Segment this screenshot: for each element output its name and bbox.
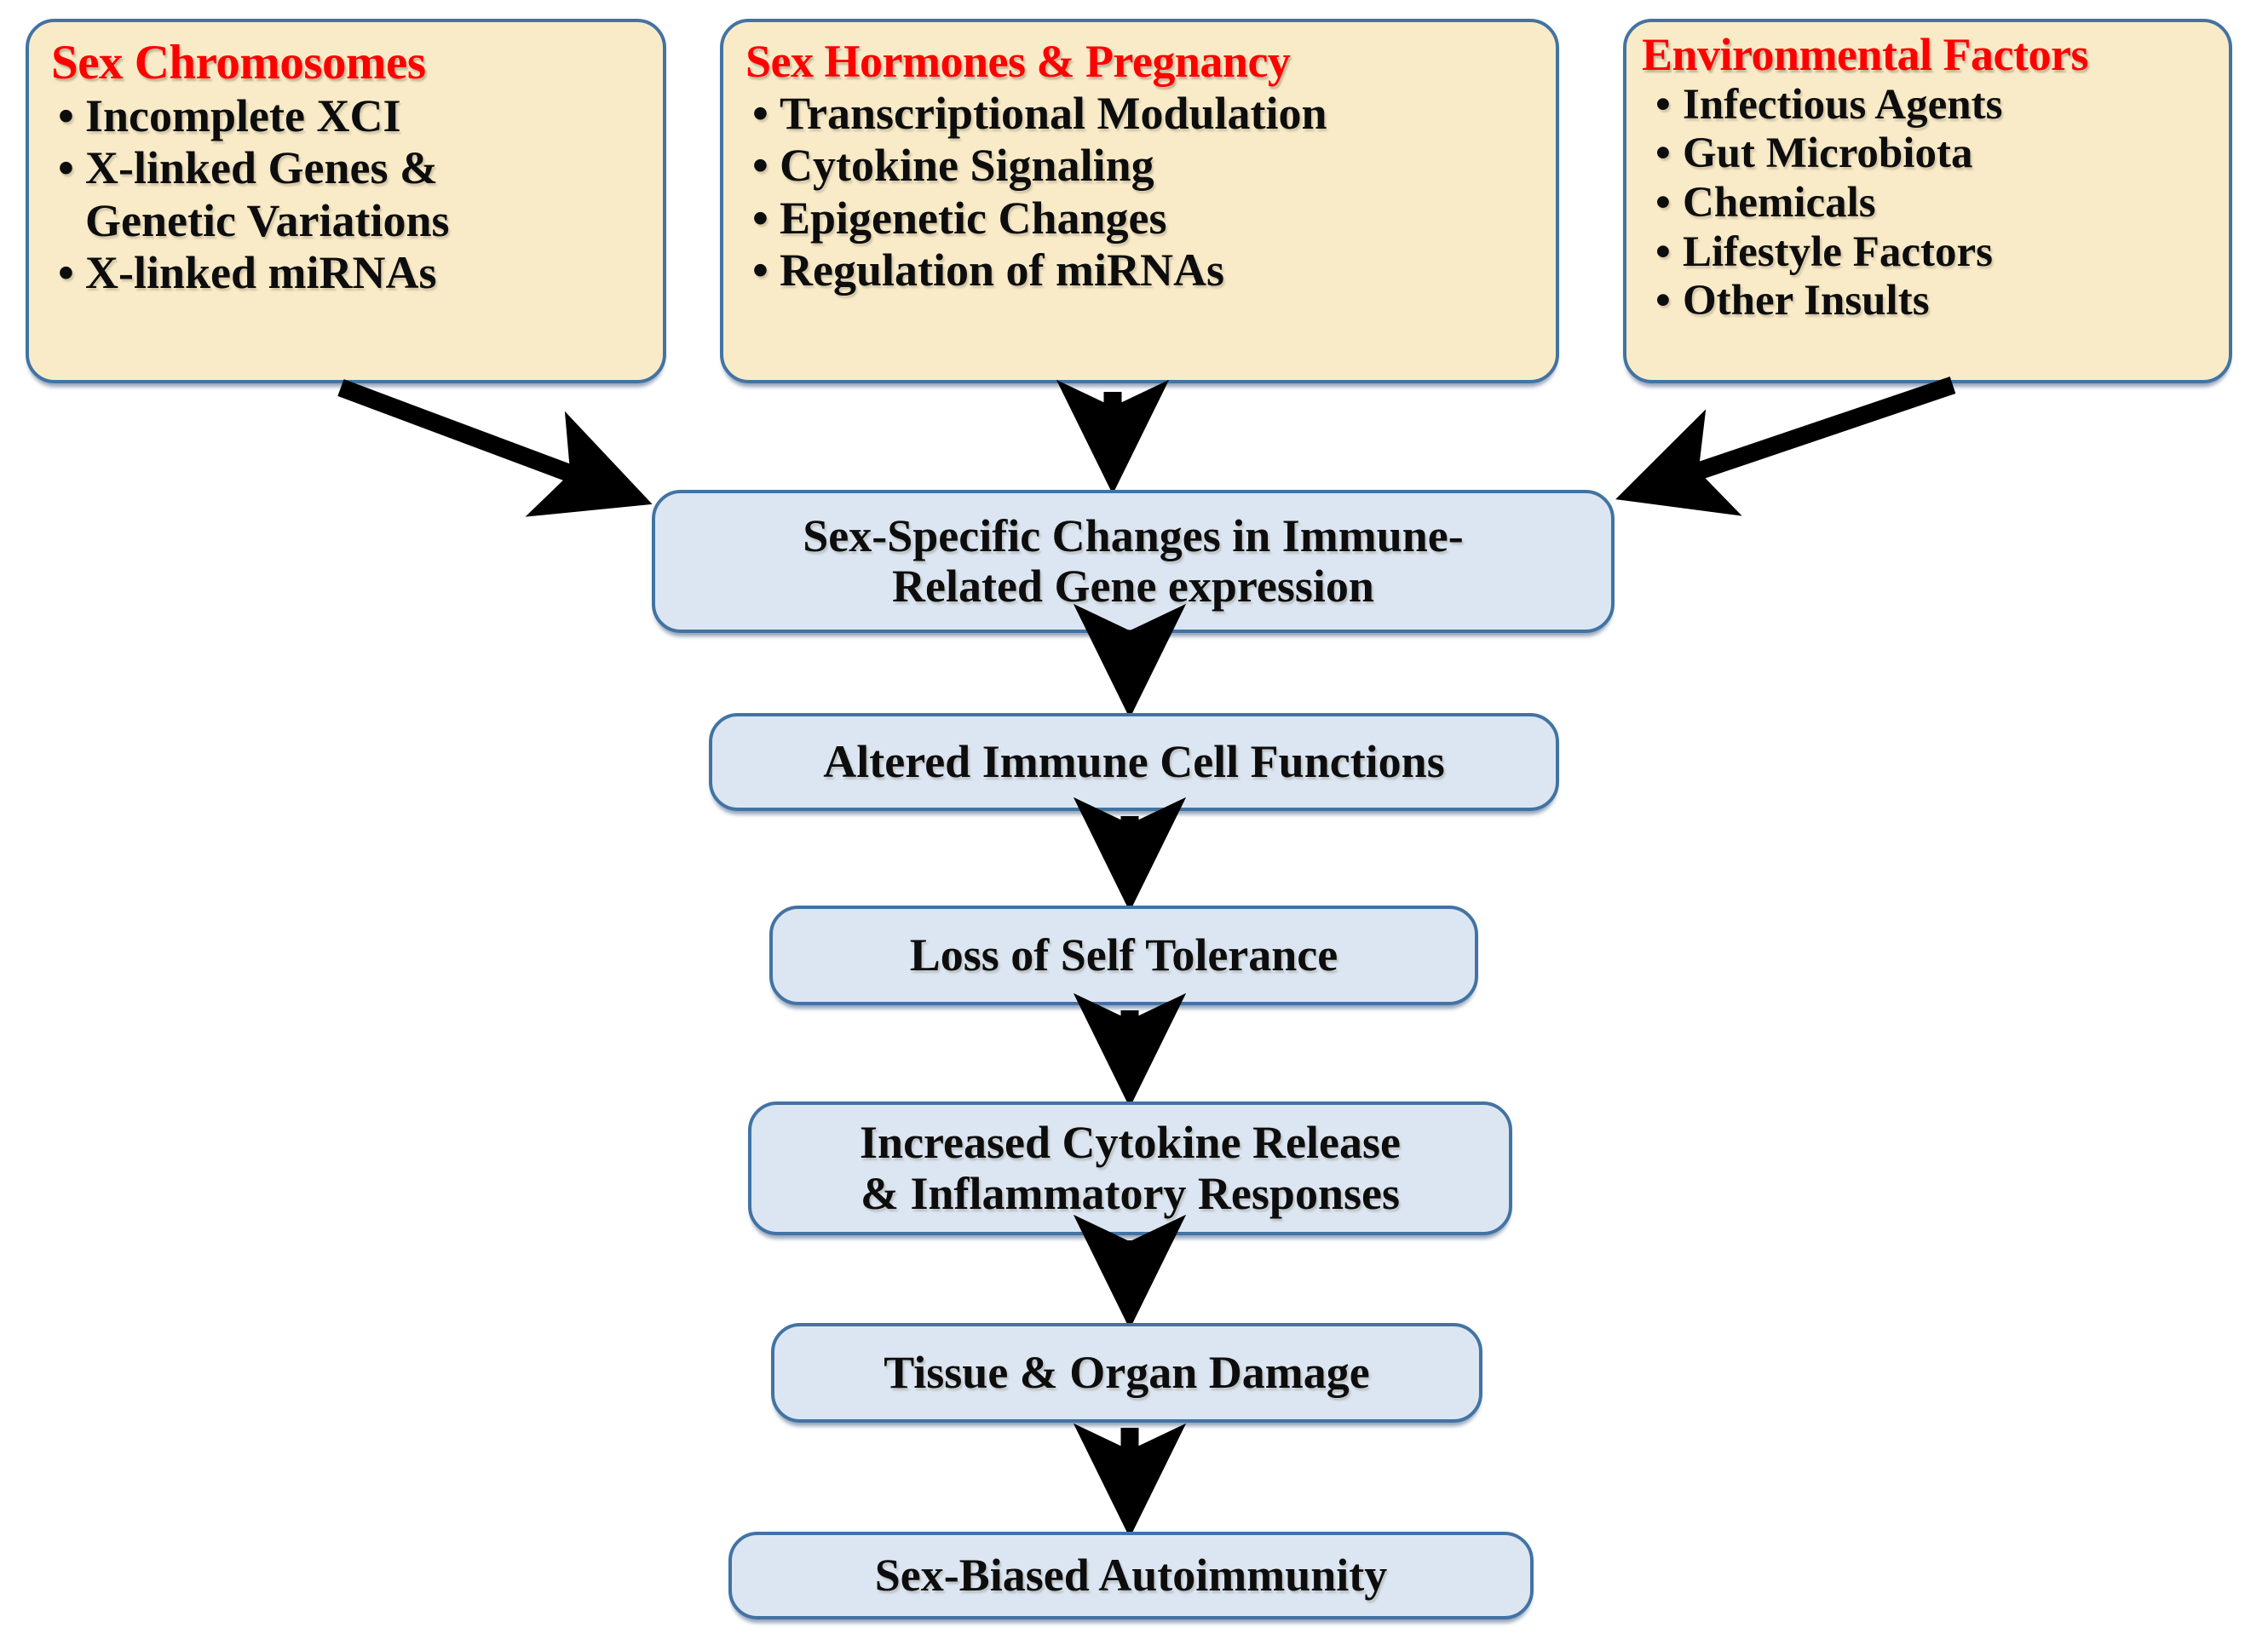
list-item: X-linked miRNAs: [51, 247, 641, 300]
source-box-sex-chromosomes[interactable]: Sex Chromosomes Incomplete XCI X-linked …: [26, 19, 666, 383]
flow-box-label: Sex-Specific Changes in Immune- Related …: [803, 509, 1464, 612]
source-bullet-list-sex-hormones-pregnancy: Transcriptional Modulation Cytokine Sign…: [745, 88, 1534, 297]
flow-box-label: Loss of Self Tolerance: [909, 929, 1338, 981]
list-item: X-linked Genes & Genetic Variations: [51, 142, 641, 247]
list-item: Regulation of miRNAs: [745, 244, 1534, 297]
source-box-content: Sex Hormones & Pregnancy Transcriptional…: [723, 22, 1556, 306]
source-box-environmental-factors[interactable]: Environmental Factors Infectious Agents …: [1623, 19, 2232, 383]
flow-box-label: Tissue & Organ Damage: [884, 1346, 1370, 1398]
source-bullet-list-environmental-factors: Infectious Agents Gut Microbiota Chemica…: [1649, 81, 2207, 326]
flow-box-immune-cell[interactable]: Altered Immune Cell Functions: [709, 713, 1559, 811]
flow-box-label: Sex-Biased Autoimmunity: [874, 1549, 1388, 1601]
list-item: Infectious Agents: [1649, 81, 2207, 130]
source-box-sex-hormones-pregnancy[interactable]: Sex Hormones & Pregnancy Transcriptional…: [720, 19, 1559, 383]
list-item: Chemicals: [1649, 179, 2207, 228]
source-title-sex-hormones-pregnancy: Sex Hormones & Pregnancy: [745, 36, 1291, 87]
flow-box-label: Increased Cytokine Release & Inflammator…: [860, 1117, 1401, 1219]
flow-box-self-tolerance[interactable]: Loss of Self Tolerance: [769, 906, 1478, 1005]
flow-box-cytokine-release[interactable]: Increased Cytokine Release & Inflammator…: [748, 1101, 1512, 1235]
list-item: Other Insults: [1649, 277, 2207, 326]
source-bullet-list-sex-chromosomes: Incomplete XCI X-linked Genes & Genetic …: [51, 90, 641, 300]
list-item: Epigenetic Changes: [745, 193, 1534, 245]
flow-box-label: Altered Immune Cell Functions: [823, 735, 1445, 787]
source-box-content: Sex Chromosomes Incomplete XCI X-linked …: [29, 22, 663, 308]
flow-box-organ-damage[interactable]: Tissue & Organ Damage: [771, 1323, 1482, 1423]
flow-box-gene-expression[interactable]: Sex-Specific Changes in Immune- Related …: [652, 490, 1615, 633]
source-box-content: Environmental Factors Infectious Agents …: [1626, 22, 2229, 335]
source-title-environmental-factors: Environmental Factors: [1642, 29, 2088, 80]
flow-box-autoimmunity[interactable]: Sex-Biased Autoimmunity: [728, 1532, 1534, 1619]
list-item: Cytokine Signaling: [745, 140, 1534, 193]
list-item: Lifestyle Factors: [1649, 228, 2207, 278]
list-item: Incomplete XCI: [51, 90, 641, 143]
source-title-sex-chromosomes: Sex Chromosomes: [51, 36, 426, 89]
list-item: Transcriptional Modulation: [745, 88, 1534, 141]
list-item: Gut Microbiota: [1649, 129, 2207, 179]
